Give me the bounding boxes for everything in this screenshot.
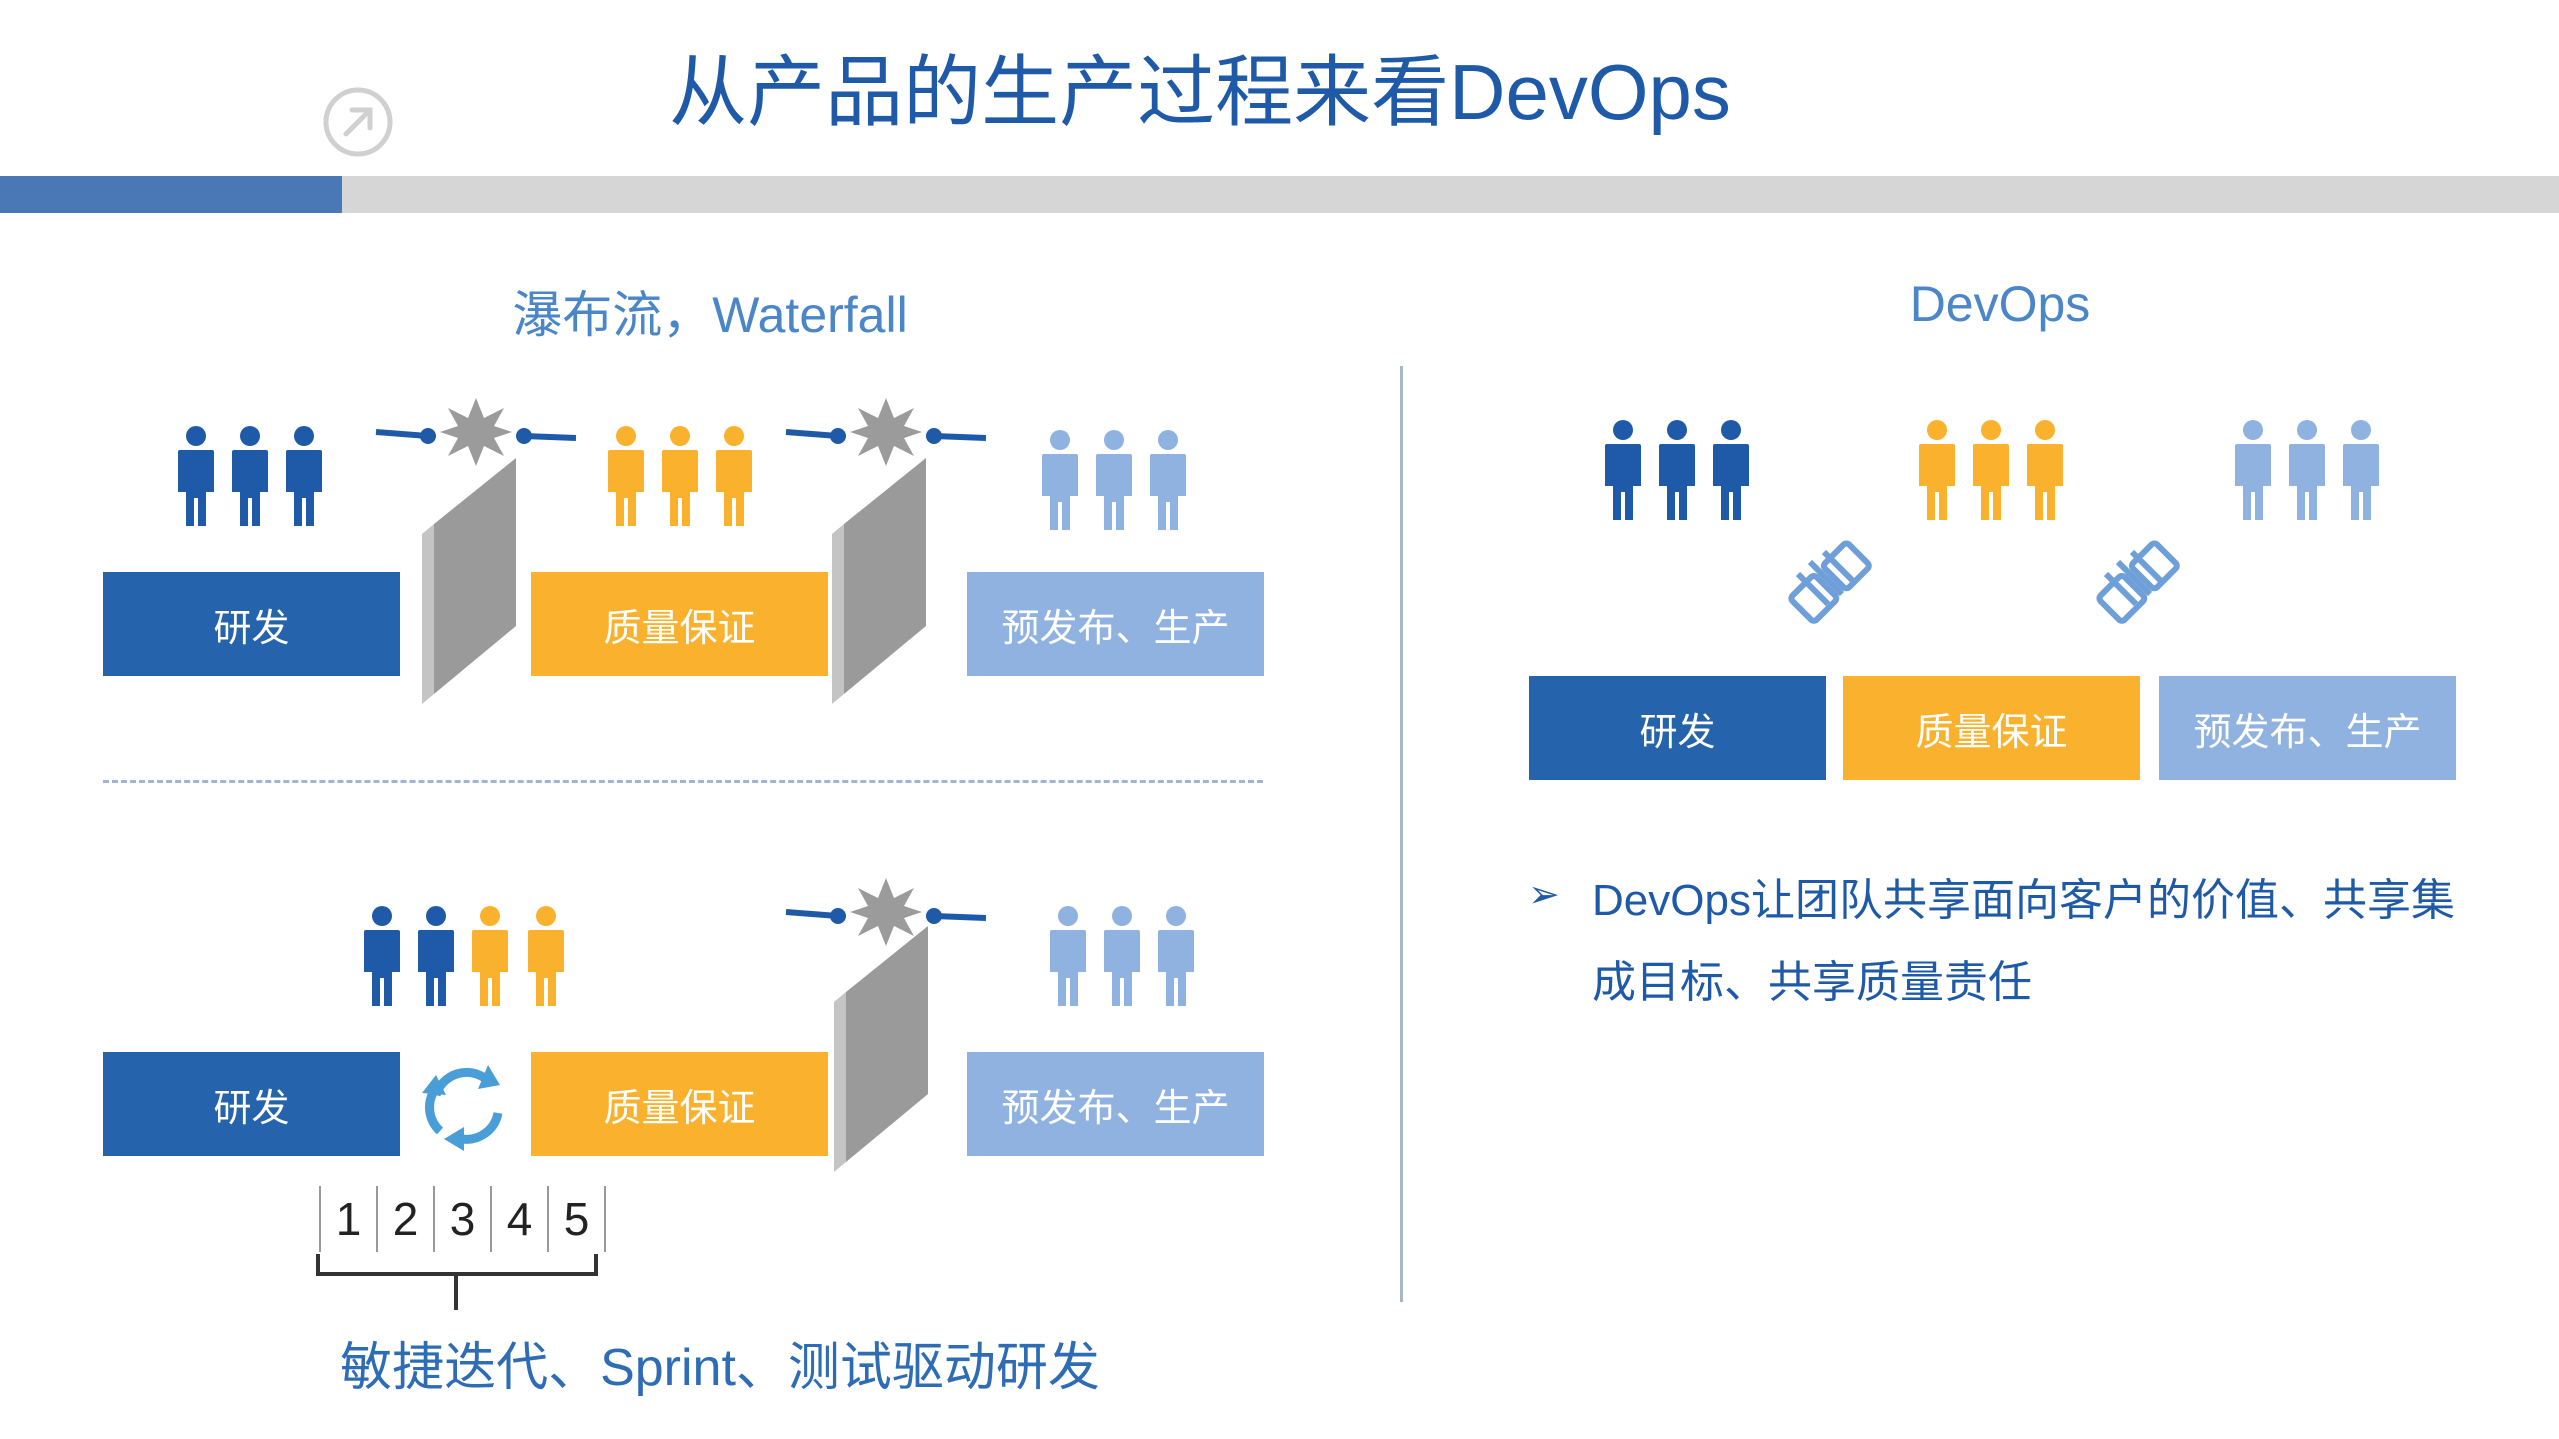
sprint-number: 5: [549, 1186, 606, 1252]
dev-team-people-icon: [178, 426, 322, 526]
header-bar: [0, 176, 2559, 213]
brace-icon: [316, 1254, 598, 1310]
qa-team-people-icon: [608, 426, 752, 526]
header-accent: [0, 176, 342, 213]
cycle-icon: [422, 1065, 503, 1151]
agile-illustration: [364, 820, 1194, 1172]
vertical-divider: [1400, 366, 1403, 1302]
sprint-number: 4: [492, 1186, 549, 1252]
waterfall-stage-prod: 预发布、生产: [967, 572, 1264, 676]
link-arrow-icon[interactable]: [322, 86, 394, 158]
waterfall-stage-dev: 研发: [103, 572, 400, 676]
dev-team-people-icon: [1605, 420, 1749, 520]
agile-stage-prod: 预发布、生产: [967, 1052, 1264, 1156]
sprint-numbers: 1 2 3 4 5: [319, 1186, 606, 1252]
handshake-icon: [2098, 542, 2179, 623]
devops-title: DevOps: [1909, 276, 2091, 332]
sprint-number: 1: [319, 1186, 378, 1252]
wall-icon: [832, 458, 926, 704]
prod-team-people-icon: [1042, 430, 1186, 530]
agile-stage-qa: 质量保证: [531, 1052, 828, 1156]
devops-stage-dev: 研发: [1529, 676, 1826, 780]
bullet-arrow-icon: ➢: [1528, 874, 1560, 916]
sprint-number: 2: [378, 1186, 435, 1252]
waterfall-illustration: [178, 350, 1186, 704]
handshake-icon: [1790, 542, 1871, 623]
devops-stage-qa: 质量保证: [1843, 676, 2140, 780]
devops-stage-prod: 预发布、生产: [2159, 676, 2456, 780]
agile-stage-dev: 研发: [103, 1052, 400, 1156]
agile-caption: 敏捷迭代、Sprint、测试驱动研发: [340, 1339, 1100, 1397]
waterfall-stage-qa: 质量保证: [531, 572, 828, 676]
wall-icon: [422, 458, 516, 704]
section-divider: [103, 780, 1263, 783]
mixed-team-people-icon: [364, 906, 564, 1006]
sprint-number: 3: [435, 1186, 492, 1252]
page-title: 从产品的生产过程来看DevOps: [669, 48, 1731, 136]
wall-icon: [834, 926, 928, 1172]
prod-team-people-icon: [2235, 420, 2379, 520]
prod-team-people-icon: [1050, 906, 1194, 1006]
conflict-icon: [376, 398, 576, 466]
conflict-icon: [786, 878, 986, 946]
qa-team-people-icon: [1919, 420, 2063, 520]
devops-bullet: DevOps让团队共享面向客户的价值、共享集成目标、共享质量责任: [1592, 876, 2455, 1007]
devops-illustration: [1605, 420, 2379, 660]
conflict-icon: [786, 398, 986, 466]
waterfall-title: 瀑布流，Waterfall: [512, 287, 908, 343]
